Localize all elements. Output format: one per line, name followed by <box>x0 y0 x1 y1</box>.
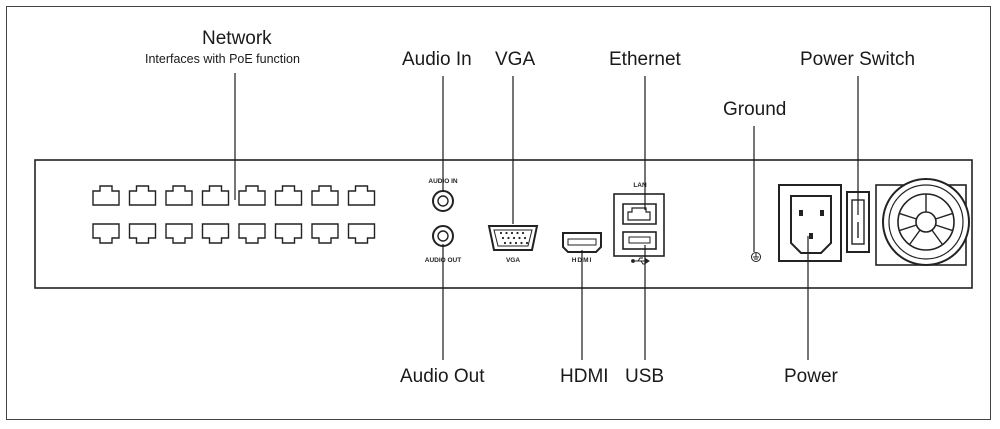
vga-pin <box>521 231 525 235</box>
network-port <box>347 223 376 244</box>
audio-out-label: Audio Out <box>400 366 485 387</box>
hdmi-label: HDMI <box>560 366 609 387</box>
network-port <box>311 223 339 244</box>
vga-pin <box>525 241 529 245</box>
vga-pin <box>505 231 508 235</box>
usb-symbol-icon <box>631 257 650 265</box>
vga-pin <box>501 236 505 240</box>
network-port-grid <box>92 185 376 244</box>
network-port <box>201 223 230 244</box>
vga-pin <box>518 236 521 240</box>
diagram-frame <box>6 6 991 420</box>
vga-port <box>487 225 539 251</box>
cooling-fan <box>875 178 970 266</box>
network-port <box>128 223 157 244</box>
network-port <box>165 223 193 244</box>
vga-pin <box>499 231 503 235</box>
vga-label: VGA <box>495 49 536 70</box>
vga-pin <box>503 241 507 245</box>
power-inlet <box>778 184 842 262</box>
network-sublabel: Interfaces with PoE function <box>145 52 300 66</box>
ground-terminal-icon <box>751 252 761 262</box>
network-port <box>274 223 303 244</box>
leader-lines <box>234 73 859 360</box>
usb-port <box>622 231 657 250</box>
vga-pin <box>523 236 527 240</box>
vga-pin <box>512 236 516 240</box>
vga-panel-label: VGA <box>506 257 520 264</box>
usb-label: USB <box>625 366 665 387</box>
network-port <box>201 185 230 206</box>
ground-label: Ground <box>723 99 787 120</box>
vga-pin <box>520 241 523 245</box>
audio-in-label: Audio In <box>402 49 472 70</box>
vga-pin <box>514 241 518 245</box>
network-port <box>347 185 376 206</box>
lan-panel-label: LAN <box>633 182 647 189</box>
vga-pin <box>510 231 514 235</box>
network-label: Network <box>202 28 272 49</box>
network-port <box>128 185 157 206</box>
ethernet-label: Ethernet <box>609 49 681 70</box>
network-port <box>92 185 120 206</box>
power-label: Power <box>784 366 838 387</box>
network-port <box>238 223 266 244</box>
network-port <box>92 223 120 244</box>
hdmi-port <box>562 232 602 253</box>
vga-pin <box>509 241 512 245</box>
power-switch <box>846 191 870 253</box>
vga-pin <box>516 231 519 235</box>
power-switch-label: Power Switch <box>800 49 916 70</box>
vga-pin <box>507 236 510 240</box>
network-port <box>238 185 266 206</box>
network-port <box>311 185 339 206</box>
network-port <box>274 185 303 206</box>
network-port <box>165 185 193 206</box>
